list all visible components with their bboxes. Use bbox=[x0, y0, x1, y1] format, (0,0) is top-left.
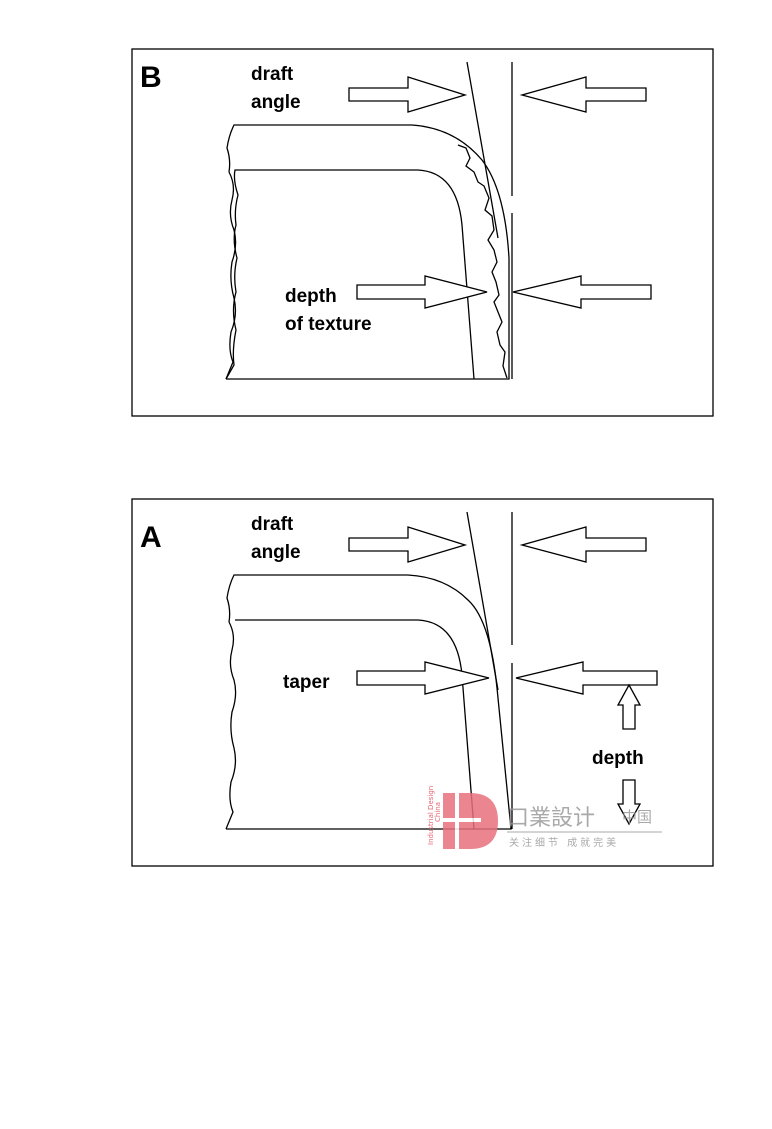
panel-b-part-left-edge bbox=[225, 171, 237, 380]
watermark: Industrial Design China 口業設计 中国 关注细节 成就完… bbox=[427, 786, 662, 849]
panel-b-draft-arrow-right bbox=[348, 76, 468, 113]
panel-b-draft-line bbox=[466, 61, 499, 239]
panel-a-depth-arrow-up bbox=[616, 683, 642, 730]
panel-a: A draft angle taper depth bbox=[131, 498, 714, 867]
panel-b: B draft angle depth of texture bbox=[131, 48, 714, 417]
panel-a-draft-label-1: draft bbox=[251, 514, 294, 535]
panel-b-draft-label-1: draft bbox=[251, 64, 294, 85]
panel-b-draft-label-2: angle bbox=[251, 92, 301, 113]
watermark-brand: 口業設计 bbox=[507, 806, 595, 831]
watermark-country: 中国 bbox=[622, 808, 652, 826]
panel-a-depth-label: depth bbox=[592, 748, 644, 769]
panel-a-taper-arrow-left bbox=[515, 661, 658, 695]
panel-a-depth-arrow-down bbox=[616, 779, 642, 826]
panel-b-depth-label-1: depth bbox=[285, 286, 337, 307]
panel-b-texture bbox=[457, 144, 508, 379]
panel-b-draft-arrow-left bbox=[519, 76, 647, 113]
panel-b-depth-label-2: of texture bbox=[285, 314, 372, 335]
panel-a-draft-arrow-left bbox=[519, 526, 647, 563]
panel-b-depth-arrow-left bbox=[512, 275, 652, 309]
panel-a-part-outer bbox=[226, 574, 512, 830]
panel-a-draft-arrow-right bbox=[348, 526, 468, 563]
watermark-logo-stripe-h bbox=[443, 818, 481, 822]
panel-b-letter: B bbox=[140, 61, 162, 94]
panel-b-frame bbox=[131, 48, 714, 417]
watermark-slogan: 关注细节 成就完美 bbox=[509, 836, 619, 849]
panel-a-letter: A bbox=[140, 521, 162, 554]
panel-a-part-left-edge bbox=[225, 621, 237, 830]
panel-a-draft-label-2: angle bbox=[251, 542, 301, 563]
panel-b-part-outer bbox=[226, 124, 510, 380]
panel-b-depth-arrow-right bbox=[356, 275, 488, 309]
watermark-side-text-1: Industrial Design bbox=[427, 786, 435, 845]
panel-a-taper-label: taper bbox=[283, 672, 330, 693]
watermark-side-text-2: China bbox=[434, 802, 442, 822]
panel-a-taper-arrow-right bbox=[356, 661, 490, 695]
